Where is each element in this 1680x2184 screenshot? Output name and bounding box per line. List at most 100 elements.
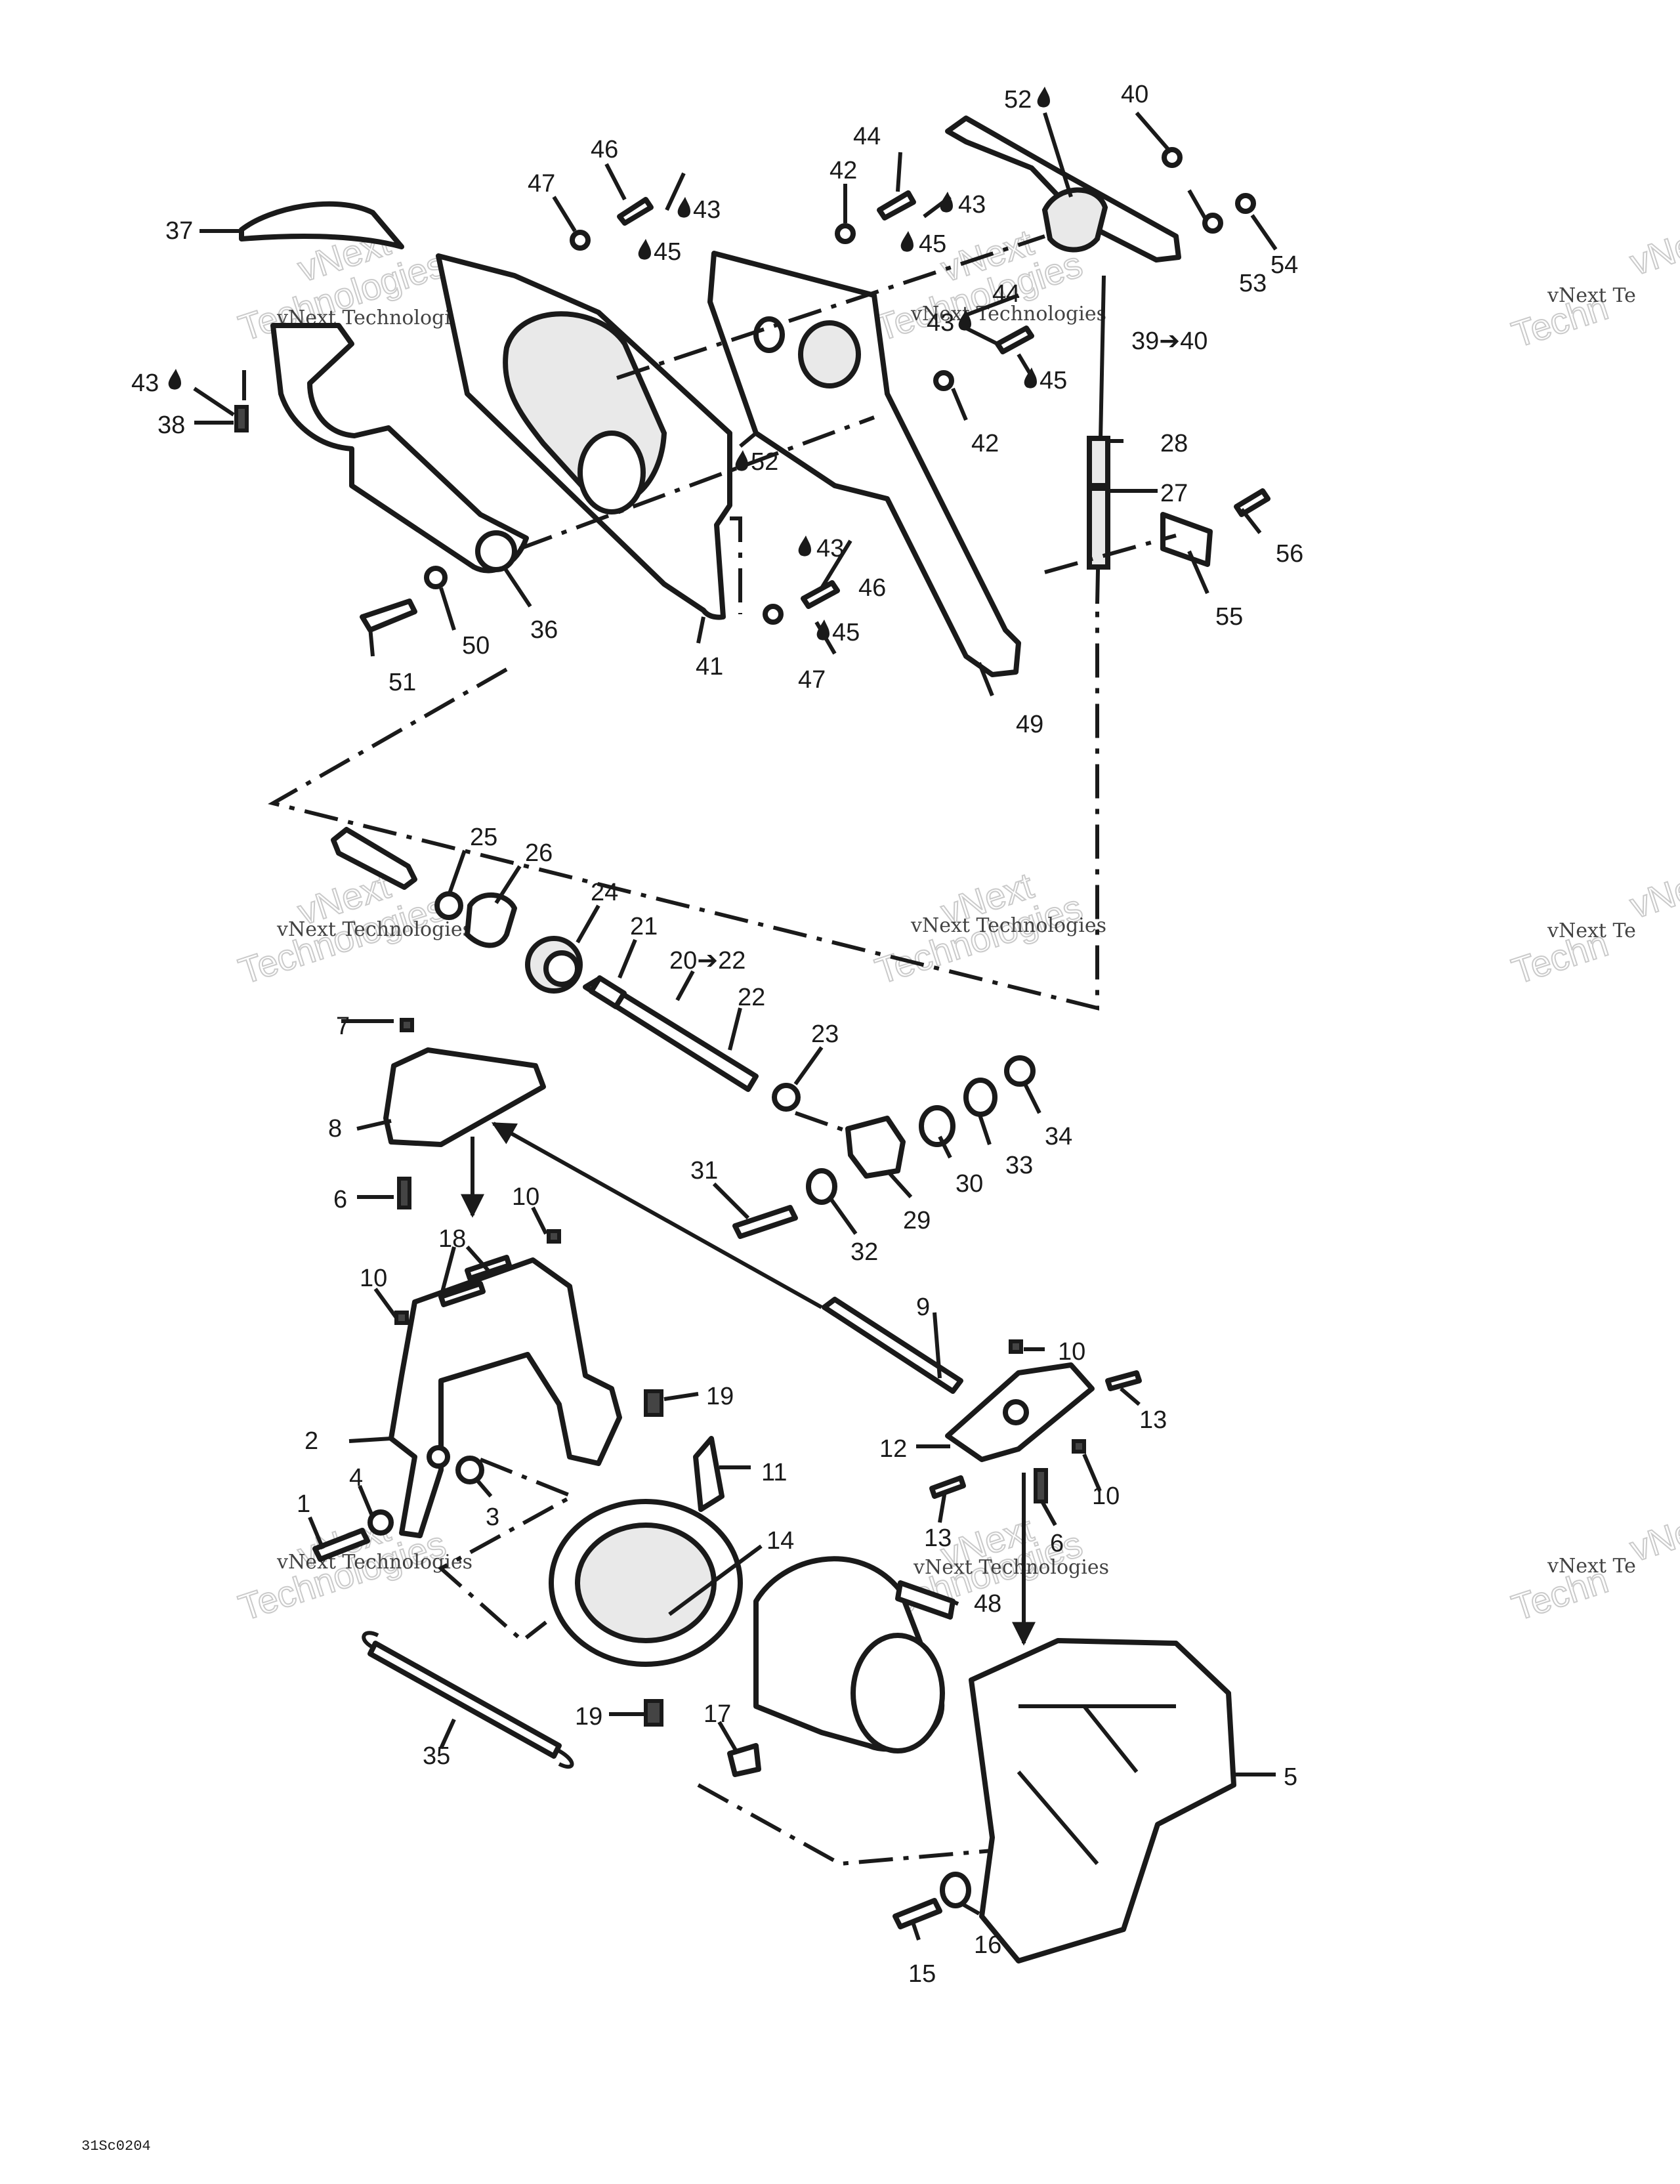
part-25-washer [434,891,463,920]
callout-43: 43 [693,196,721,224]
drop-icon [735,450,748,471]
callout-26: 26 [525,839,553,867]
callout-27: 27 [1160,480,1188,507]
callout-52: 52 [751,448,778,476]
watermark-small-group: vNext Technologies vNext Technologies vN… [276,284,1636,1579]
part-2-hole [427,1445,450,1469]
part-48-pin [895,1580,956,1620]
callout-20-22: 20➔22 [669,947,746,975]
part-23-nut [772,1083,801,1112]
part-51-bolt [360,598,417,633]
callout-41: 41 [696,653,723,681]
callout-2: 2 [304,1427,318,1455]
part-29-link [845,1116,906,1179]
callout-10: 10 [1092,1482,1120,1510]
callout-14: 14 [766,1527,794,1555]
callout-48: 48 [974,1590,1001,1618]
callout-17: 17 [704,1700,731,1728]
callout-37: 37 [165,217,193,245]
part-16-washer [940,1872,971,1908]
callout-32: 32 [850,1238,878,1266]
watermark-text: vNext Technologies [910,914,1106,937]
part-55-plate [1160,512,1213,567]
part-46-screw [801,580,840,609]
part-4-spacer [368,1509,394,1536]
callout-6: 6 [1050,1530,1064,1557]
drop-icon [1037,87,1050,108]
callout-16: 16 [974,1931,1001,1959]
part-10-nut [394,1311,409,1325]
part-39-gear [1041,187,1108,253]
part-46-screw [617,197,654,226]
callout-42: 42 [971,430,999,457]
diagram-code: 31Sc0204 [81,2138,151,2154]
part-36-pivot [475,530,517,572]
part-42-washer [933,370,954,391]
callout-22: 22 [738,984,765,1011]
part-52-bushing [798,320,861,388]
drop-icon [638,239,651,260]
part-21-rod [583,976,759,1092]
callout-36: 36 [530,616,558,644]
part-10-nut [1009,1339,1023,1354]
drop-icon [1024,368,1037,388]
callout-19: 19 [706,1383,734,1410]
part-35-spring [368,1641,562,1759]
callout-8: 8 [328,1115,342,1143]
callout-55: 55 [1215,603,1243,631]
callout-43: 43 [927,309,954,337]
callout-43: 43 [131,369,159,397]
callout-49: 49 [1016,711,1043,738]
part-1-bolt [312,1528,370,1562]
watermark-text: vNext Te [1547,284,1636,307]
watermark-edge: vNe [1625,867,1680,927]
callout-5: 5 [1284,1763,1297,1791]
callout-47: 47 [798,666,826,694]
callout-56: 56 [1276,540,1303,568]
callout-9: 9 [916,1293,930,1321]
arrow-9-to-8 [491,1122,823,1309]
part-8-bracket [383,1047,546,1147]
callout-33: 33 [1005,1152,1033,1179]
drop-icon [677,197,690,218]
callout-21: 21 [630,913,658,940]
callout-11: 11 [761,1459,787,1486]
part-19-screw [644,1699,663,1727]
callout-18: 18 [438,1225,466,1253]
link-line [795,1111,849,1133]
part-33-washer [963,1078,998,1117]
watermark-text: vNext Te [1547,1555,1636,1578]
part-56-screw [1234,488,1270,517]
watermark-text: vNext Technologies [276,918,472,941]
callout-7: 7 [336,1013,350,1040]
link-line [242,234,1177,614]
part-54-nut [1235,193,1256,214]
callout-29: 29 [903,1207,931,1234]
callout-25: 25 [470,824,497,851]
callout-46: 46 [591,136,618,163]
part-10-nut [1072,1439,1086,1454]
watermark-text: vNext Technologies [913,1556,1109,1579]
drop-icon [816,620,830,640]
callout-50: 50 [462,632,490,660]
callout-28: 28 [1160,430,1188,457]
drop-icon [168,369,181,390]
part-3-bushing [455,1456,484,1484]
callout-45: 45 [919,230,946,258]
part-7-nut [400,1018,414,1032]
part-5-detail [1017,1704,1176,1865]
callout-13: 13 [1139,1406,1167,1434]
part-13-screw [929,1475,966,1499]
callout-34: 34 [1045,1123,1072,1150]
callout-10: 10 [1058,1338,1085,1366]
link-frame [268,612,1099,1011]
part-15-bolt [892,1898,942,1929]
callout-54: 54 [1270,251,1298,279]
callout-43: 43 [958,191,986,219]
part-50-washer [424,566,448,589]
callout-24: 24 [591,879,618,906]
callout-35: 35 [423,1742,450,1770]
link-line [697,1783,993,1866]
part-42-washer [835,223,856,244]
